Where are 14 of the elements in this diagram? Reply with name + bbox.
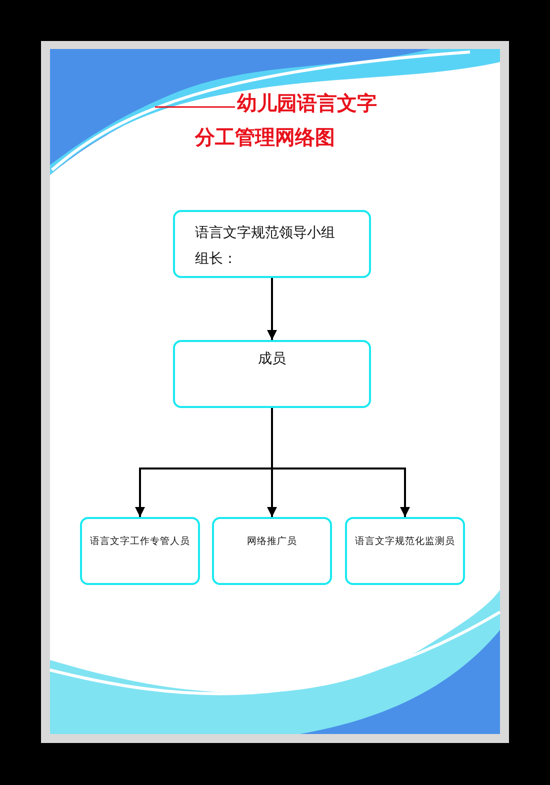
poster-title: 幼儿园语言文字分工管理网络图: [195, 90, 378, 151]
role-box: [173, 210, 371, 278]
role-label: 网络推广员: [246, 535, 298, 548]
role-label: 语言文字规范领导小组: [195, 224, 335, 242]
role-box: [80, 517, 200, 585]
role-label: 成员: [257, 350, 287, 368]
fill-in-label: 组长：: [195, 250, 237, 268]
role-box: [345, 517, 465, 585]
arrow: [271, 408, 410, 517]
role-box: [212, 517, 332, 585]
role-box: [173, 340, 371, 408]
role-label: 语言文字规范化监测员: [354, 535, 456, 548]
arrow: [267, 278, 277, 340]
role-label: 语言文字工作专管人员: [89, 535, 191, 548]
